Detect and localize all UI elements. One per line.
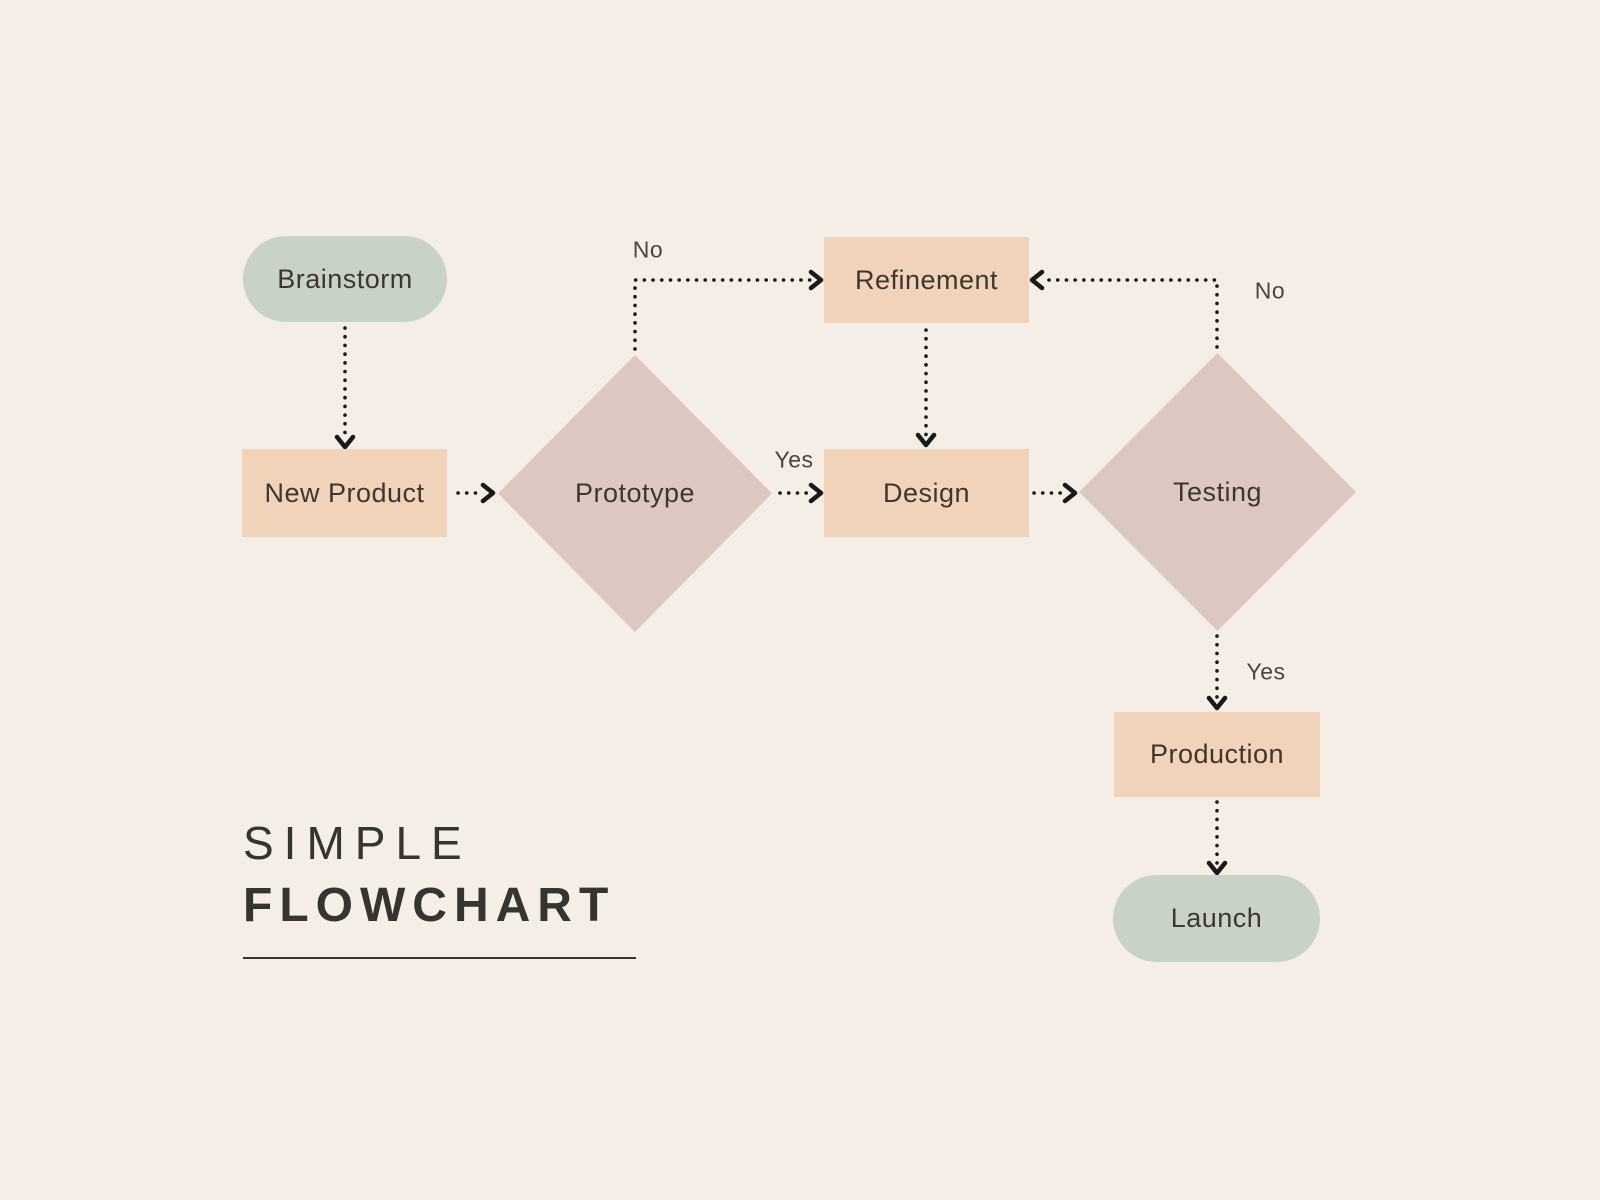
node-prototype: Prototype bbox=[498, 355, 772, 632]
node-brainstorm: Brainstorm bbox=[243, 236, 447, 322]
edge-prototype-to-refinement bbox=[633, 278, 812, 351]
chart-title: SIMPLE FLOWCHART bbox=[243, 820, 615, 930]
arrowhead-right-icon bbox=[808, 482, 824, 504]
edge-label-prototype-yes: Yes bbox=[774, 446, 814, 473]
node-launch: Launch bbox=[1113, 875, 1320, 962]
node-testing-label: Testing bbox=[1172, 476, 1263, 507]
node-launch-label: Launch bbox=[1170, 903, 1263, 933]
node-production: Production bbox=[1114, 712, 1320, 797]
arrowhead-left-icon bbox=[1029, 269, 1045, 291]
chart-title-line1: SIMPLE bbox=[243, 817, 472, 869]
node-refinement-label: Refinement bbox=[854, 264, 999, 295]
title-underline bbox=[243, 957, 636, 959]
edge-label-prototype-no: No bbox=[632, 236, 664, 263]
node-production-label: Production bbox=[1149, 739, 1285, 769]
node-prototype-label: Prototype bbox=[574, 478, 696, 508]
node-design: Design bbox=[824, 449, 1029, 537]
arrowhead-right-icon bbox=[480, 482, 496, 504]
node-testing: Testing bbox=[1079, 353, 1356, 631]
edge-testing-to-refinement bbox=[1041, 278, 1219, 349]
arrowhead-down-icon bbox=[1206, 695, 1228, 711]
arrowhead-right-icon bbox=[1062, 482, 1078, 504]
node-new-product: New Product bbox=[242, 449, 447, 537]
arrowhead-down-icon bbox=[334, 434, 356, 450]
arrowhead-right-icon bbox=[808, 269, 824, 291]
edge-label-testing-no: No bbox=[1254, 277, 1286, 304]
node-brainstorm-label: Brainstorm bbox=[277, 263, 413, 294]
node-new-product-label: New Product bbox=[264, 477, 425, 508]
node-refinement: Refinement bbox=[824, 237, 1029, 323]
edge-label-testing-yes: Yes bbox=[1246, 658, 1286, 685]
arrowhead-down-icon bbox=[1206, 860, 1228, 876]
chart-title-line2: FLOWCHART bbox=[243, 879, 616, 932]
node-design-label: Design bbox=[882, 477, 971, 508]
arrowhead-down-icon bbox=[915, 432, 937, 448]
